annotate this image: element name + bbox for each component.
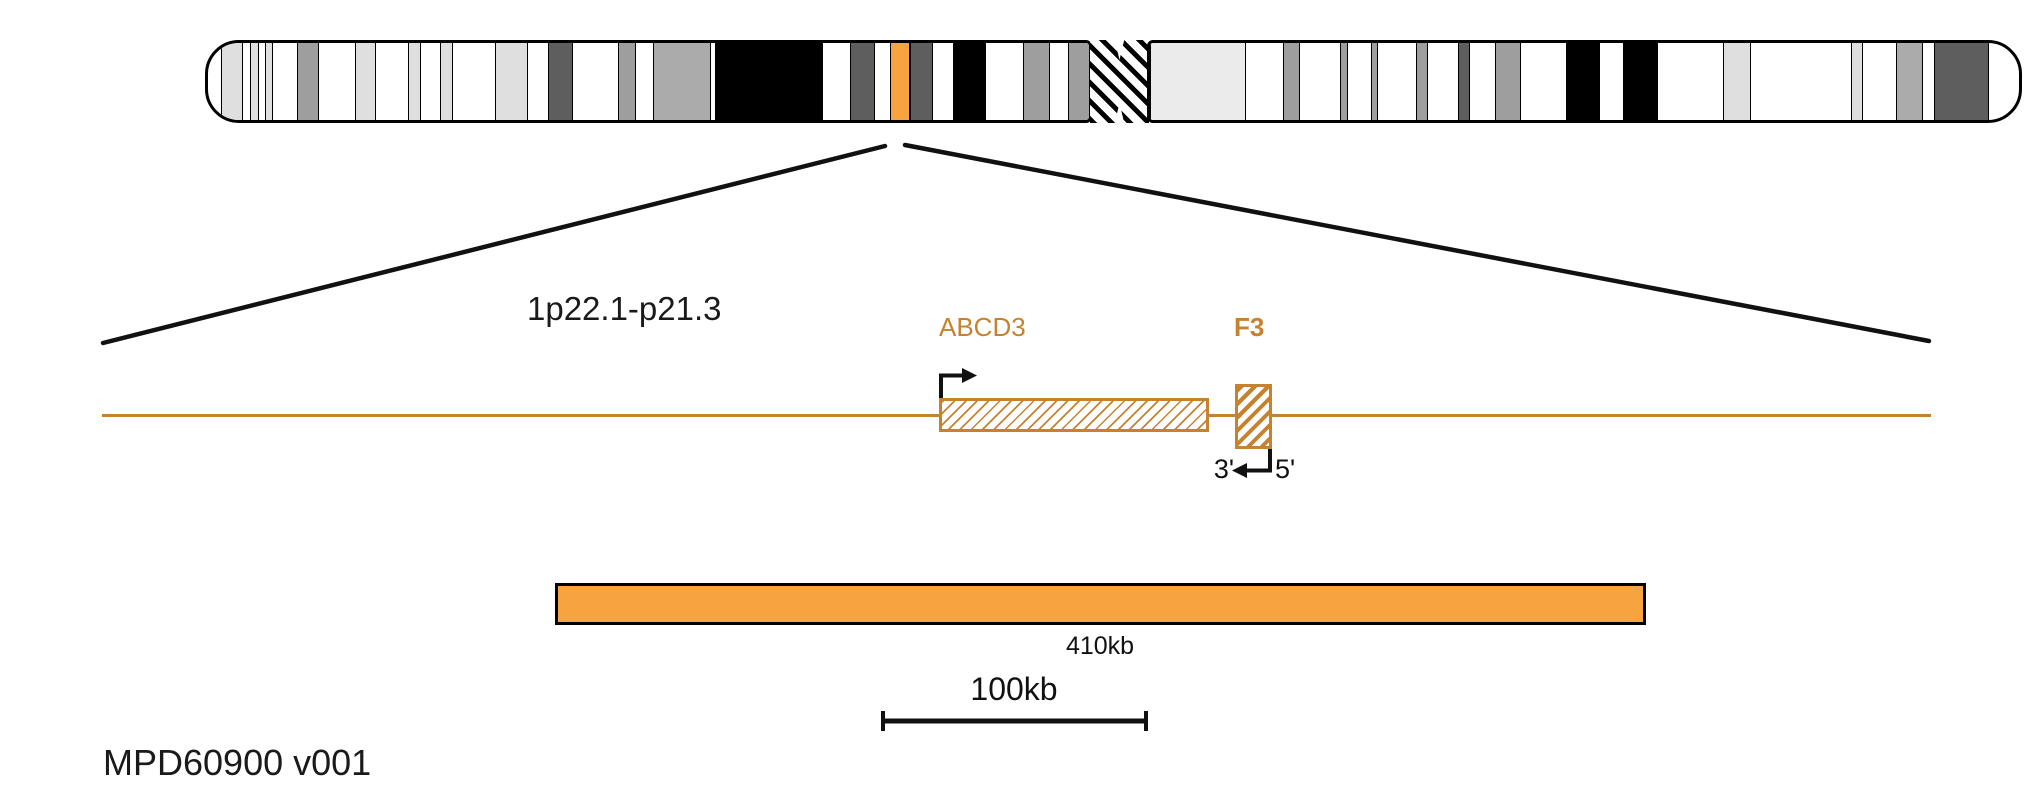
chromosome-band — [548, 43, 573, 120]
chromosome-ideogram — [205, 40, 2022, 123]
chromosome-band — [1283, 43, 1300, 120]
abcd3-gene-box — [939, 398, 1209, 432]
transcription-arrowhead-icon — [962, 368, 977, 383]
scale-label: 100kb — [970, 671, 1058, 707]
chromosome-band — [618, 43, 636, 120]
chromosome-left-arm — [205, 40, 1092, 123]
region-bar — [555, 583, 1646, 625]
chromosome-band — [953, 43, 986, 120]
chromosome-band — [1896, 43, 1923, 120]
chromosome-band — [1340, 43, 1348, 120]
chromosome-band — [1068, 43, 1089, 120]
chromosome-band — [250, 43, 259, 120]
figure-id-label: MPD60900 v001 — [103, 742, 372, 783]
three-prime-label: 3' — [1213, 454, 1234, 484]
chromosome-band — [1623, 43, 1658, 120]
chromosome-band — [297, 43, 319, 120]
zoom-line-left — [100, 143, 888, 346]
chromosome-band — [440, 43, 453, 120]
chromosome-band — [1934, 43, 1989, 120]
chromosome-right-arm — [1147, 40, 2022, 123]
zoom-line-right — [902, 142, 1932, 344]
five-prime-label: 5' — [1275, 454, 1296, 484]
strand-direction-arrow — [1245, 449, 1272, 473]
f3-gene-label: F3 — [1234, 312, 1265, 342]
chromosome-band — [495, 43, 528, 120]
chromosome-band — [1566, 43, 1600, 120]
chromosome-band — [1416, 43, 1428, 120]
chromosome-band — [715, 43, 823, 120]
chromosome-band — [265, 43, 273, 120]
bar-size-label: 410kb — [1065, 632, 1135, 660]
abcd3-gene-label: ABCD3 — [939, 312, 1026, 342]
chromosome-band — [910, 43, 933, 120]
chromosome-band — [1023, 43, 1050, 120]
chromosome-band — [1851, 43, 1863, 120]
chromosome-band — [408, 43, 421, 120]
chromosome-band — [1458, 43, 1470, 120]
chromosome-band — [850, 43, 875, 120]
strand-arrowhead-icon — [1232, 463, 1247, 478]
chromosome-band — [1371, 43, 1378, 120]
region-label: 1p22.1-p21.3 — [527, 290, 722, 327]
chromosome-band — [1495, 43, 1521, 120]
chromosome-band — [355, 43, 376, 120]
transcription-start-arrow — [939, 373, 964, 399]
chromosome-band — [653, 43, 711, 120]
highlighted-band — [890, 43, 910, 120]
chromosome-band — [1150, 43, 1246, 120]
chromosome-band — [1723, 43, 1751, 120]
f3-gene-box — [1235, 384, 1272, 449]
chromosome-band — [221, 43, 243, 120]
